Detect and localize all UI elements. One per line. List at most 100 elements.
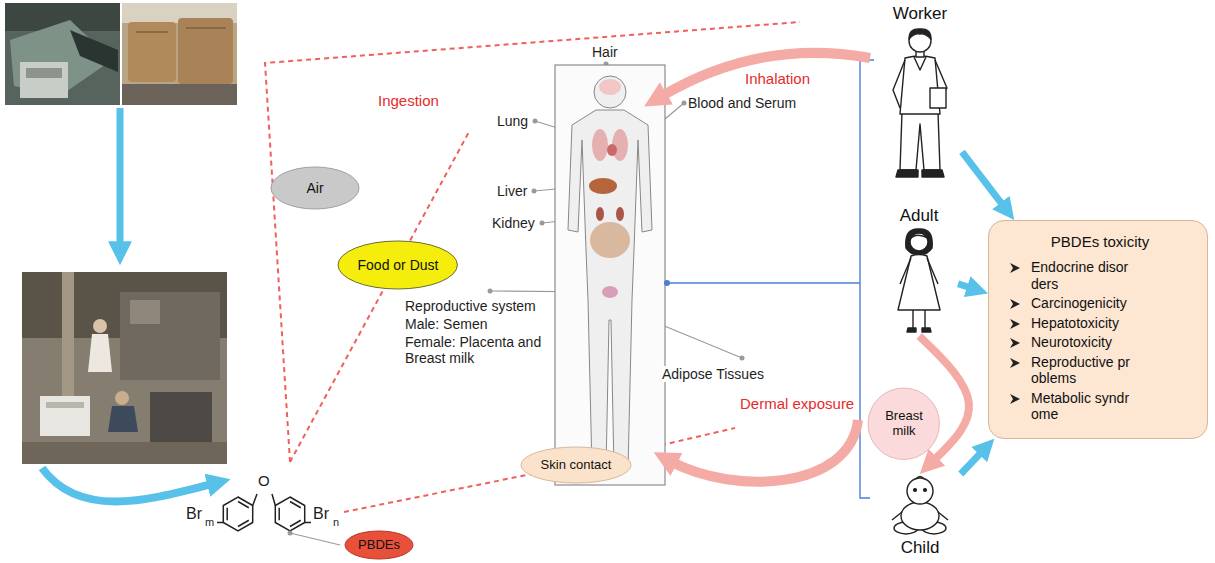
box-title: PBDEs toxicity bbox=[1005, 233, 1195, 251]
route-label: Dermal exposure bbox=[740, 395, 854, 412]
body-figure bbox=[589, 178, 617, 194]
list-text: Neurotoxicity bbox=[1031, 334, 1149, 351]
subscript: m bbox=[205, 516, 214, 529]
toxicity-box: PBDEs toxicityEndocrine disor dersCarcin… bbox=[988, 220, 1208, 439]
figure-lines bbox=[892, 512, 948, 520]
photo-street bbox=[93, 319, 107, 333]
organ-label: Adipose Tissues bbox=[662, 366, 764, 382]
leader-dot bbox=[533, 119, 538, 124]
list-text: Endocrine disor ders bbox=[1031, 259, 1149, 292]
chemical-structure bbox=[253, 494, 276, 506]
chemical-structure bbox=[217, 522, 311, 524]
flow-arrow bbox=[117, 108, 124, 246]
body-figure bbox=[568, 110, 652, 470]
bullet-arrow bbox=[1010, 338, 1020, 348]
photo-street bbox=[22, 272, 227, 464]
atom-label: O bbox=[258, 472, 270, 489]
node-text: Breast milk bbox=[876, 409, 932, 439]
organ-label: Kidney bbox=[492, 215, 535, 231]
chemical-structure bbox=[217, 494, 311, 531]
photo-machinery bbox=[5, 3, 120, 105]
shape-outline bbox=[521, 447, 631, 483]
body-figure bbox=[607, 144, 617, 156]
photo-street bbox=[46, 402, 84, 408]
person-drawing bbox=[872, 474, 968, 538]
shape-outline bbox=[345, 531, 413, 559]
person-figure: Worker bbox=[878, 4, 962, 190]
leader-dot bbox=[288, 531, 293, 536]
figure-lines bbox=[913, 310, 925, 328]
list-item: Carcinogenicity bbox=[1009, 295, 1195, 312]
medium-ellipse: Air bbox=[270, 166, 360, 210]
shape-outline bbox=[271, 167, 359, 209]
box-title-row: PBDEs toxicity bbox=[1005, 233, 1195, 251]
body-figure bbox=[596, 207, 604, 221]
subscript: n bbox=[333, 516, 339, 529]
body-figure bbox=[555, 65, 665, 485]
exposure-dashed-line bbox=[265, 22, 800, 512]
bullet-arrow bbox=[1009, 337, 1021, 349]
organ-label: Liver bbox=[497, 183, 527, 199]
figure-lines bbox=[892, 477, 948, 535]
chemical-structure bbox=[275, 497, 304, 531]
leader-dot bbox=[488, 289, 493, 294]
photo-bags bbox=[136, 28, 226, 32]
person-drawing bbox=[880, 226, 958, 336]
node-text: Skin contact bbox=[541, 458, 612, 473]
group-bracket bbox=[667, 60, 874, 498]
route-ellipse: Skin contact bbox=[520, 446, 632, 484]
leader-line bbox=[290, 533, 340, 545]
node-text: Food or Dust bbox=[358, 257, 439, 273]
photo-street bbox=[130, 300, 160, 324]
route-label: Ingestion bbox=[378, 92, 439, 109]
exposure-dashed-line bbox=[344, 428, 735, 512]
organ-label: Male: Semen bbox=[405, 316, 487, 332]
bracket-dot bbox=[664, 280, 670, 286]
figure-lines bbox=[909, 29, 931, 39]
leader-dot bbox=[740, 356, 745, 361]
body-figure bbox=[616, 207, 624, 221]
group-bracket bbox=[667, 282, 860, 283]
figure-lines bbox=[916, 477, 924, 480]
leader-line bbox=[290, 64, 742, 545]
bullet-arrow bbox=[1010, 358, 1020, 368]
photo-street bbox=[22, 272, 227, 464]
list-text: Metabolic syndr ome bbox=[1031, 390, 1149, 423]
photo-street bbox=[150, 392, 212, 442]
bullet-arrow bbox=[1009, 357, 1021, 369]
body-figure bbox=[592, 129, 608, 161]
shape-outline bbox=[338, 241, 457, 289]
figure-lines bbox=[907, 478, 933, 504]
chemical-structure bbox=[279, 502, 301, 527]
exposure-route-arrow bbox=[672, 420, 858, 482]
organ-label: Female: Placenta and Breast milk bbox=[405, 334, 550, 366]
figure-lines bbox=[914, 57, 926, 70]
compound-ellipse: PBDEs bbox=[344, 530, 414, 560]
organ-label: Reproductive system bbox=[405, 298, 536, 314]
person-figure: Child bbox=[872, 474, 968, 560]
list-item: Neurotoxicity bbox=[1009, 334, 1195, 351]
figure-lines bbox=[898, 229, 940, 332]
leader-dot bbox=[540, 221, 545, 226]
shape-outline bbox=[868, 388, 939, 459]
figure-lines bbox=[900, 112, 940, 170]
organ-label: Blood and Serum bbox=[688, 95, 796, 111]
list-item: Endocrine disor ders bbox=[1009, 259, 1195, 292]
bullet-arrow bbox=[1009, 393, 1021, 405]
photo-bags bbox=[122, 3, 237, 105]
flow-arrow bbox=[42, 108, 212, 502]
figure-lines bbox=[930, 88, 946, 108]
figure-lines bbox=[898, 255, 940, 311]
photo-street bbox=[120, 292, 220, 380]
figure-lines bbox=[910, 235, 928, 239]
organ-label: Lung bbox=[497, 113, 528, 129]
person-label: Adult bbox=[900, 206, 939, 226]
exposure-arrow bbox=[961, 451, 982, 474]
body-figure bbox=[602, 286, 618, 298]
photo-street bbox=[40, 396, 90, 436]
figure-lines bbox=[896, 170, 944, 177]
exposure-arrow bbox=[958, 284, 971, 288]
bullet-arrow bbox=[1010, 394, 1020, 404]
atom-label: Br bbox=[186, 505, 202, 523]
